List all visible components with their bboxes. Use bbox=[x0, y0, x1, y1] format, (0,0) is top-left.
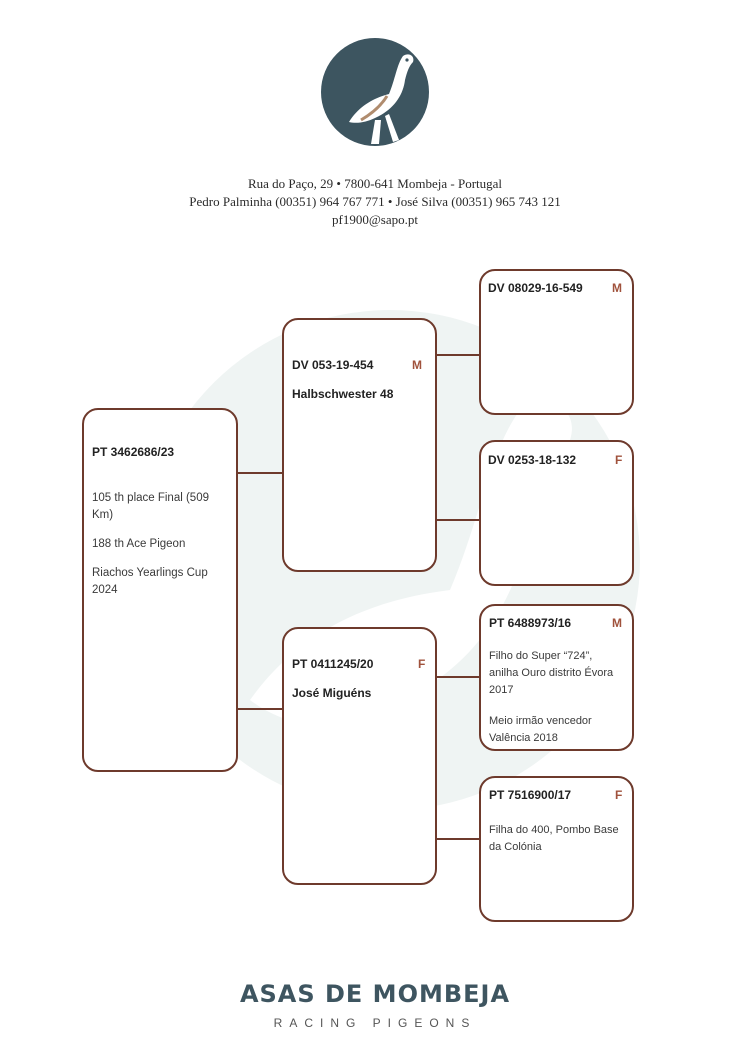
dam-sex: F bbox=[418, 657, 426, 671]
phone-line: Pedro Palminha (00351) 964 767 771 • Jos… bbox=[189, 194, 561, 209]
dam-dam-sex: F bbox=[615, 788, 623, 802]
dam-sire-note-1c: 2017 bbox=[489, 684, 514, 696]
subject-ring: PT 3462686/23 bbox=[92, 445, 175, 459]
connector bbox=[436, 838, 480, 840]
dam-dam-note: Filha do 400, Pombo Base bbox=[489, 824, 619, 836]
pigeon-logo-icon bbox=[321, 38, 429, 146]
dam-ring: PT 0411245/20 bbox=[292, 657, 374, 671]
dam-dam-note-b: da Colónia bbox=[489, 841, 542, 853]
sire-sire-card: DV 08029-16-549 M bbox=[479, 269, 634, 415]
dam-dam-card: PT 7516900/17 F Filha do 400, Pombo Base… bbox=[479, 776, 634, 922]
sire-sire-sex: M bbox=[612, 281, 622, 295]
dam-sire-ring: PT 6488973/16 bbox=[489, 616, 572, 630]
sire-sex: M bbox=[412, 358, 422, 372]
subject-card: PT 3462686/23 105 th place Final (509 Km… bbox=[82, 408, 238, 772]
brand-tagline: RACING PIGEONS bbox=[273, 1016, 477, 1030]
dam-sire-sex: M bbox=[612, 616, 622, 630]
sire-dam-card: DV 0253-18-132 F bbox=[479, 440, 634, 586]
dam-sire-note-1: Filho do Super “724”, bbox=[489, 650, 593, 662]
subject-result-3b: 2024 bbox=[92, 584, 118, 596]
sire-dam-sex: F bbox=[615, 453, 623, 467]
sire-dam-ring: DV 0253-18-132 bbox=[488, 453, 577, 467]
email-line: pf1900@sapo.pt bbox=[332, 212, 418, 227]
sire-ring: DV 053-19-454 bbox=[292, 358, 374, 372]
dam-sire-note-1b: anilha Ouro distrito Évora bbox=[489, 667, 614, 679]
dam-sire-card: PT 6488973/16 M Filho do Super “724”, an… bbox=[479, 604, 634, 751]
connector bbox=[436, 676, 480, 678]
address-line: Rua do Paço, 29 • 7800-641 Mombeja - Por… bbox=[247, 176, 503, 191]
connector bbox=[237, 472, 283, 474]
dam-sire-note-2b: Valência 2018 bbox=[489, 732, 558, 744]
dam-dam-ring: PT 7516900/17 bbox=[489, 788, 572, 802]
dam-sire-note-2: Meio irmão vencedor bbox=[489, 715, 592, 727]
sire-card: DV 053-19-454 M Halbschwester 48 bbox=[282, 318, 437, 572]
sire-sire-ring: DV 08029-16-549 bbox=[488, 281, 583, 295]
connector bbox=[436, 354, 480, 356]
sire-name: Halbschwester 48 bbox=[292, 387, 394, 401]
dam-card: PT 0411245/20 F José Miguéns bbox=[282, 627, 437, 885]
connector bbox=[237, 708, 283, 710]
subject-result-3: Riachos Yearlings Cup bbox=[92, 567, 208, 579]
brand-name: ASAS DE MOMBEJA bbox=[239, 980, 511, 1008]
dam-name: José Miguéns bbox=[292, 686, 372, 700]
subject-result-2: 188 th Ace Pigeon bbox=[92, 538, 186, 550]
subject-result-1b: Km) bbox=[92, 509, 114, 521]
subject-result-1: 105 th place Final (509 bbox=[92, 492, 209, 504]
connector bbox=[436, 519, 480, 521]
